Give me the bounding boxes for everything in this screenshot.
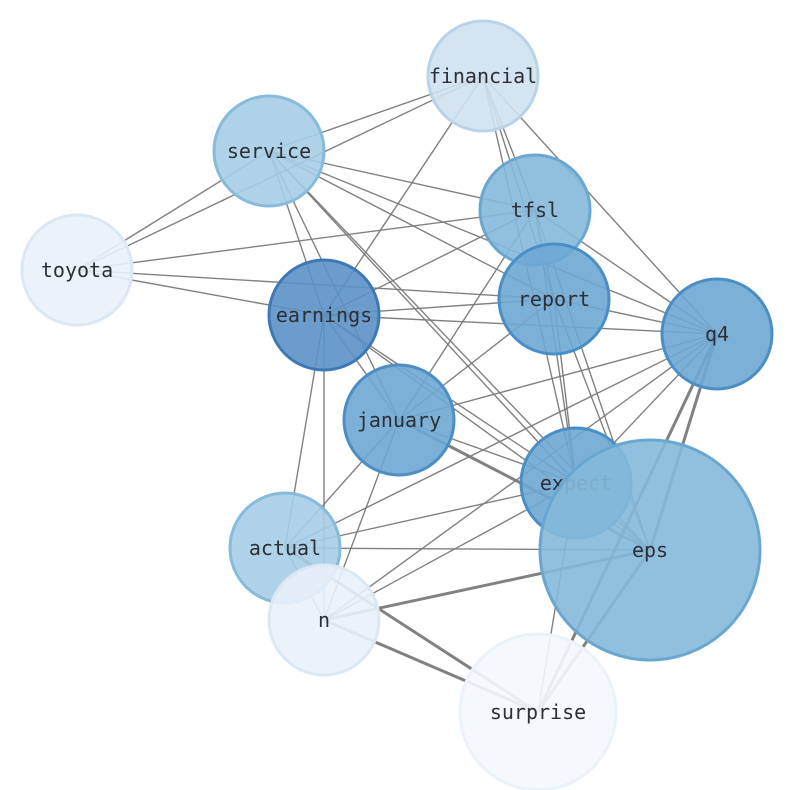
node-eps[interactable]: eps [538, 438, 762, 662]
node-label-surprise: surprise [490, 700, 586, 724]
node-service[interactable]: service [212, 94, 326, 208]
node-label-tfsl: tfsl [511, 198, 559, 222]
node-report[interactable]: report [497, 242, 611, 356]
node-circle-earnings[interactable] [267, 258, 381, 372]
node-label-q4: q4 [705, 322, 729, 346]
node-circle-surprise[interactable] [458, 632, 618, 790]
node-circle-service[interactable] [212, 94, 326, 208]
node-circle-n[interactable] [267, 563, 381, 677]
node-circle-toyota[interactable] [20, 213, 134, 327]
edge-toyota-tfsl [76, 209, 536, 271]
node-q4[interactable]: q4 [660, 277, 774, 391]
edge-q4-actual [284, 333, 718, 549]
node-financial[interactable]: financial [426, 19, 540, 133]
node-toyota[interactable]: toyota [20, 213, 134, 327]
node-circle-q4[interactable] [660, 277, 774, 391]
node-label-financial: financial [429, 64, 537, 88]
node-n[interactable]: n [267, 563, 381, 677]
node-label-january: january [357, 408, 441, 432]
node-label-n: n [318, 608, 330, 632]
node-label-actual: actual [249, 536, 321, 560]
node-circle-eps[interactable] [538, 438, 762, 662]
edge-financial-q4 [482, 75, 718, 335]
node-circle-financial[interactable] [426, 19, 540, 133]
node-january[interactable]: january [342, 363, 456, 477]
node-label-service: service [227, 139, 311, 163]
node-surprise[interactable]: surprise [458, 632, 618, 790]
nodes-layer: financial service tfsl toyota report earnings… [20, 19, 774, 790]
node-circle-january[interactable] [342, 363, 456, 477]
node-label-toyota: toyota [41, 258, 113, 282]
node-earnings[interactable]: earnings [267, 258, 381, 372]
node-label-eps: eps [632, 538, 668, 562]
node-label-report: report [518, 287, 590, 311]
node-circle-report[interactable] [497, 242, 611, 356]
node-label-earnings: earnings [276, 303, 372, 327]
edge-service-expect [268, 150, 577, 484]
